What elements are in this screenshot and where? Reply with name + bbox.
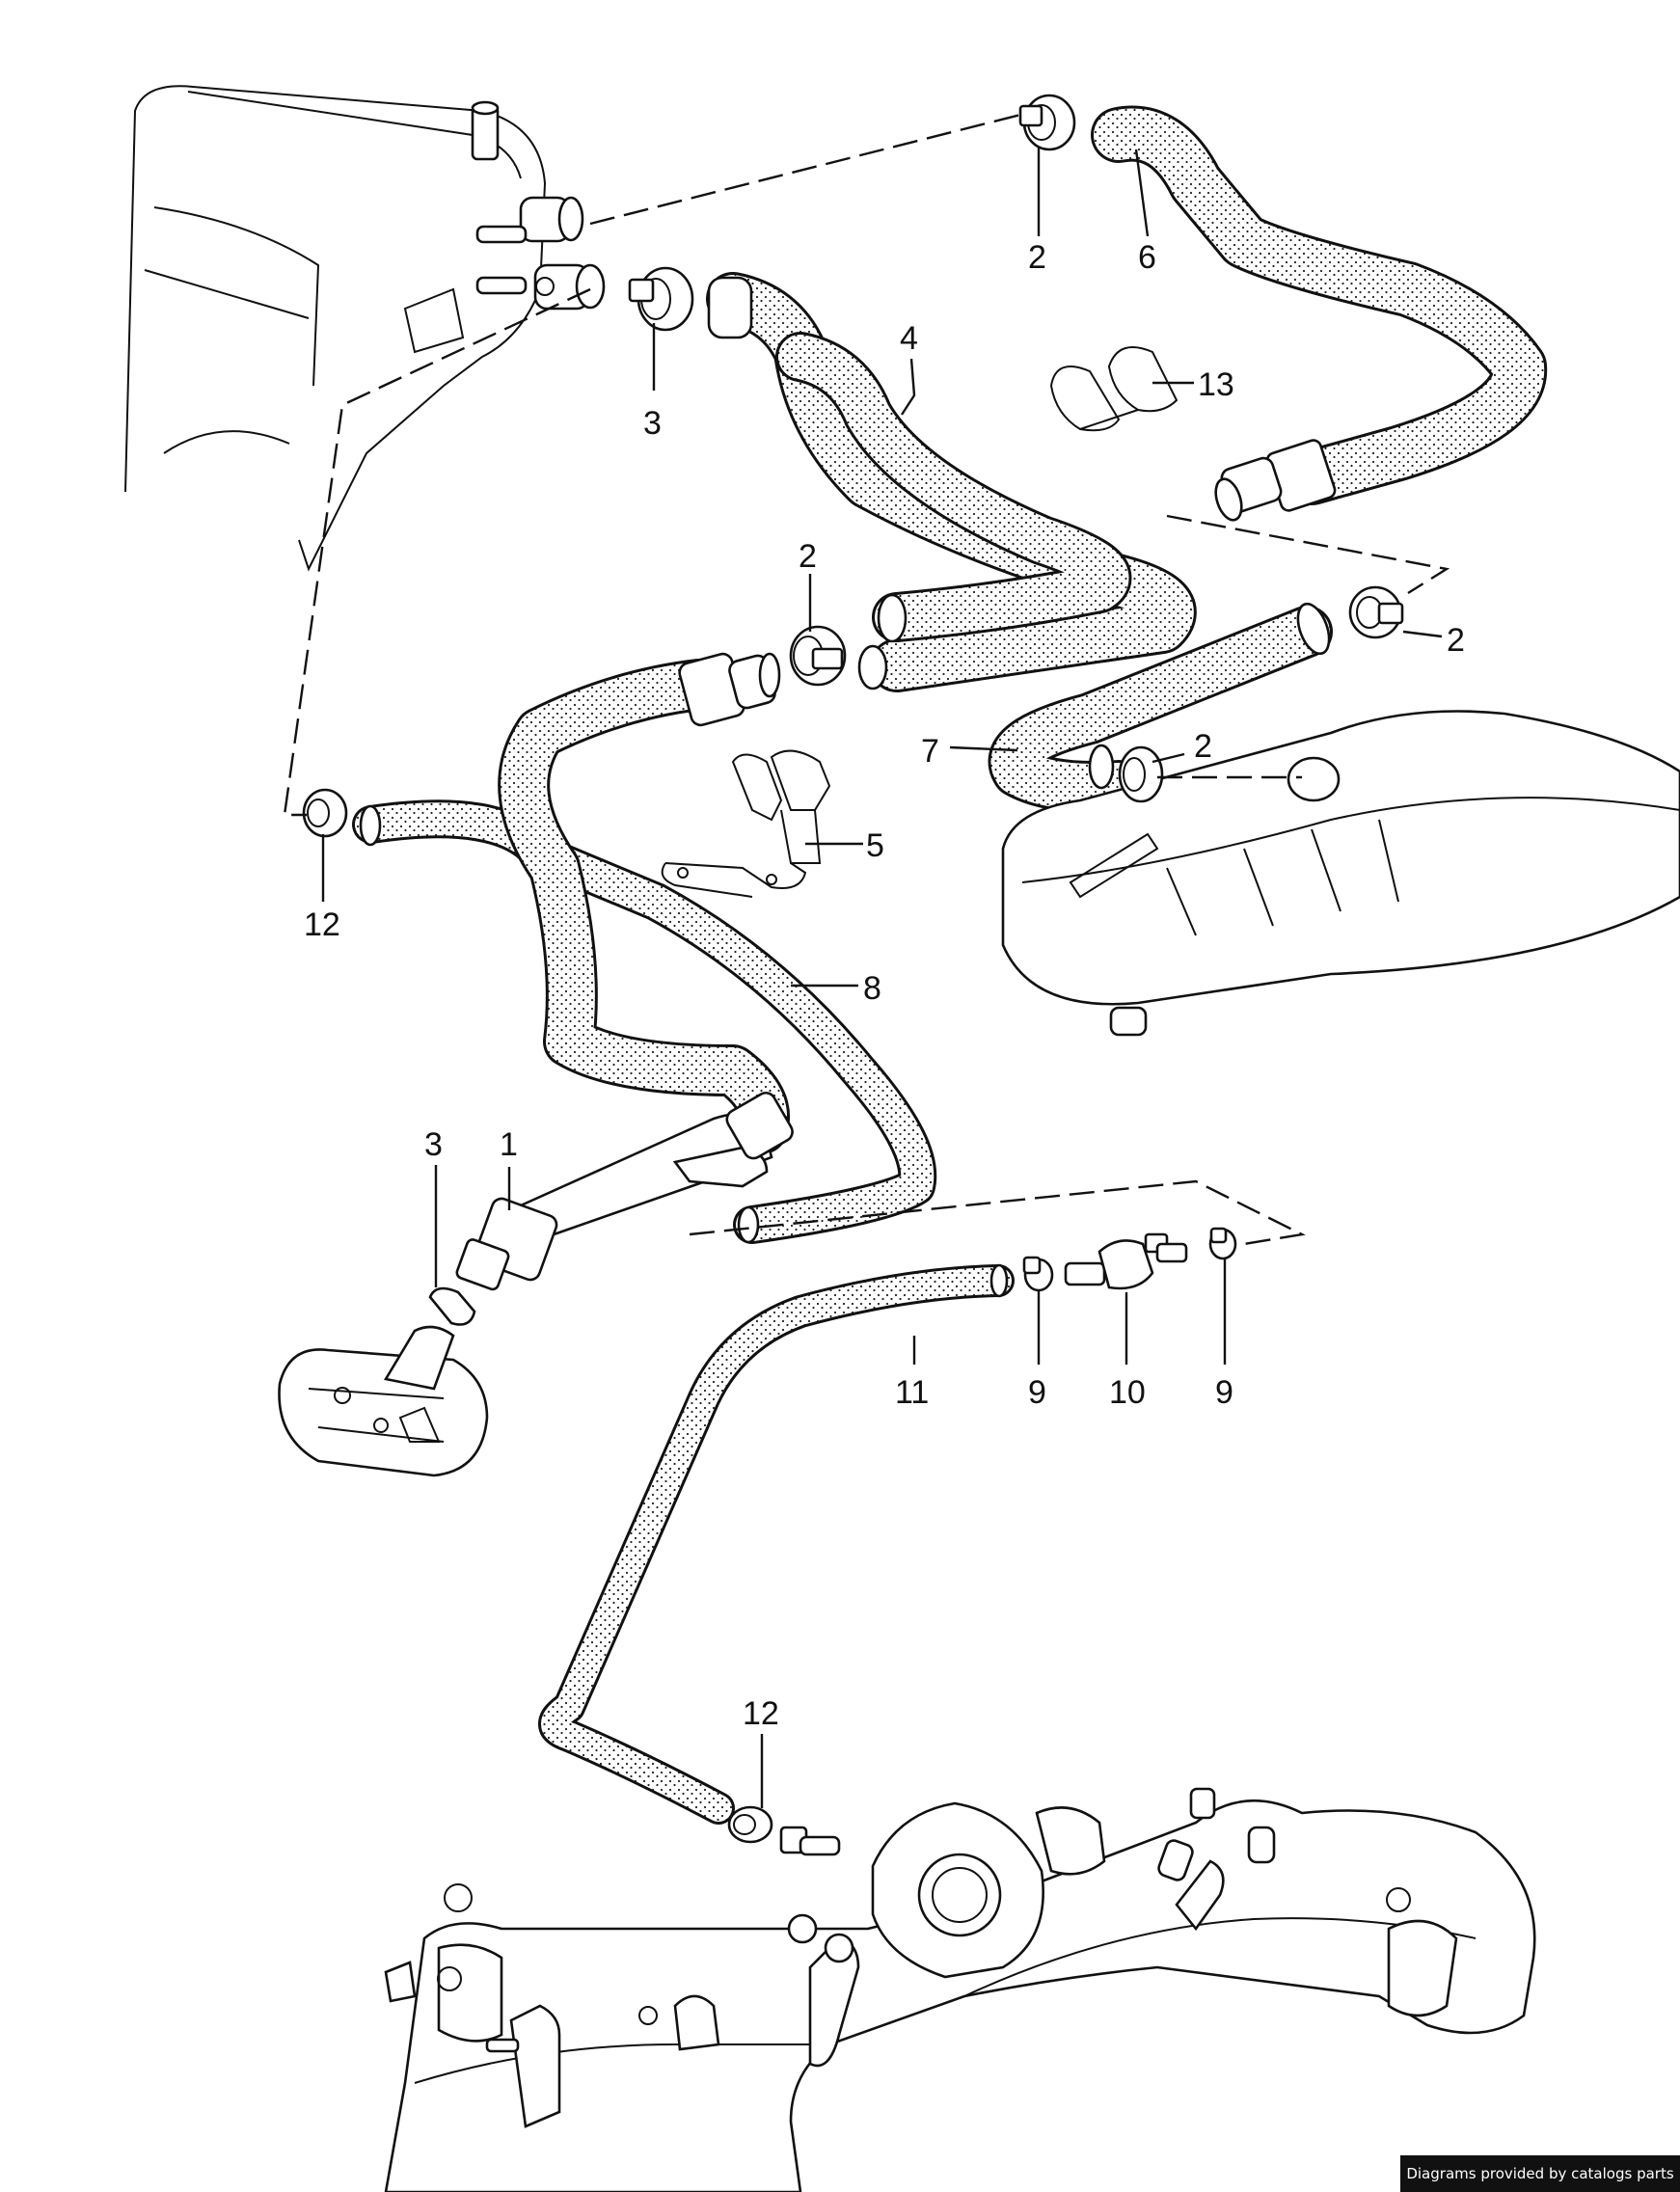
- clamp-12-upper: [302, 788, 348, 838]
- label-1: 1: [500, 1126, 518, 1163]
- label-12b: 12: [743, 1695, 779, 1732]
- clamp-3-lower: [428, 1286, 476, 1326]
- label-3a: 3: [643, 405, 662, 442]
- label-13: 13: [1198, 366, 1234, 403]
- fluid-reservoir: [124, 85, 547, 572]
- label-6: 6: [1138, 239, 1156, 276]
- clamp-9-left: [1022, 1256, 1054, 1292]
- clamp-2-middle: [789, 625, 847, 687]
- label-7: 7: [921, 733, 939, 770]
- fitting-nipple: [779, 1826, 841, 1856]
- clamp-2-lower: [1118, 745, 1164, 803]
- reservoir-lower-nozzle: [533, 263, 606, 311]
- check-valve-10: [1064, 1232, 1188, 1290]
- clamp-3-upper: [628, 266, 694, 332]
- hose-6: [1091, 105, 1548, 522]
- hose-7: [988, 602, 1333, 813]
- label-8: 8: [863, 970, 881, 1007]
- reservoir-upper-nozzle: [519, 196, 584, 243]
- mounting-base: [278, 1325, 489, 1477]
- pipe-1: [455, 1091, 794, 1291]
- dashed-alignment-lines: [283, 112, 1450, 1246]
- label-10: 10: [1109, 1374, 1146, 1411]
- label-4: 4: [900, 320, 918, 357]
- hose-4: [706, 272, 1197, 692]
- label-12a: 12: [304, 907, 340, 943]
- hose-main-vertical: [498, 652, 790, 1154]
- clamp-12-lower: [727, 1805, 773, 1844]
- hose-11: [538, 1263, 1015, 1825]
- label-2c: 2: [1447, 622, 1465, 659]
- label-2b: 2: [799, 538, 817, 575]
- reservoir-side-pipes: [475, 225, 528, 295]
- clip-13: [1049, 346, 1179, 432]
- part-labels: 2 6 3 4 13 2 2 7 2 5 12 8 3 1 11 9 10 9 …: [304, 239, 1465, 1732]
- credit-banner: Diagrams provided by catalogs parts: [1400, 2155, 1680, 2192]
- label-11: 11: [895, 1374, 929, 1411]
- clamp-2-top: [1018, 94, 1076, 151]
- label-2d: 2: [1194, 728, 1212, 765]
- leader-lines: [321, 147, 1443, 1808]
- clamp-2-right: [1348, 585, 1404, 639]
- bracket-5: [661, 749, 831, 898]
- label-5: 5: [866, 827, 884, 864]
- label-2a: 2: [1028, 239, 1046, 276]
- filter-housing: [1001, 710, 1680, 1037]
- clamp-9-right: [1208, 1227, 1237, 1260]
- intake-manifold: [384, 1787, 1536, 2192]
- label-9a: 9: [1028, 1374, 1046, 1411]
- label-9b: 9: [1215, 1374, 1233, 1411]
- label-3b: 3: [424, 1126, 443, 1163]
